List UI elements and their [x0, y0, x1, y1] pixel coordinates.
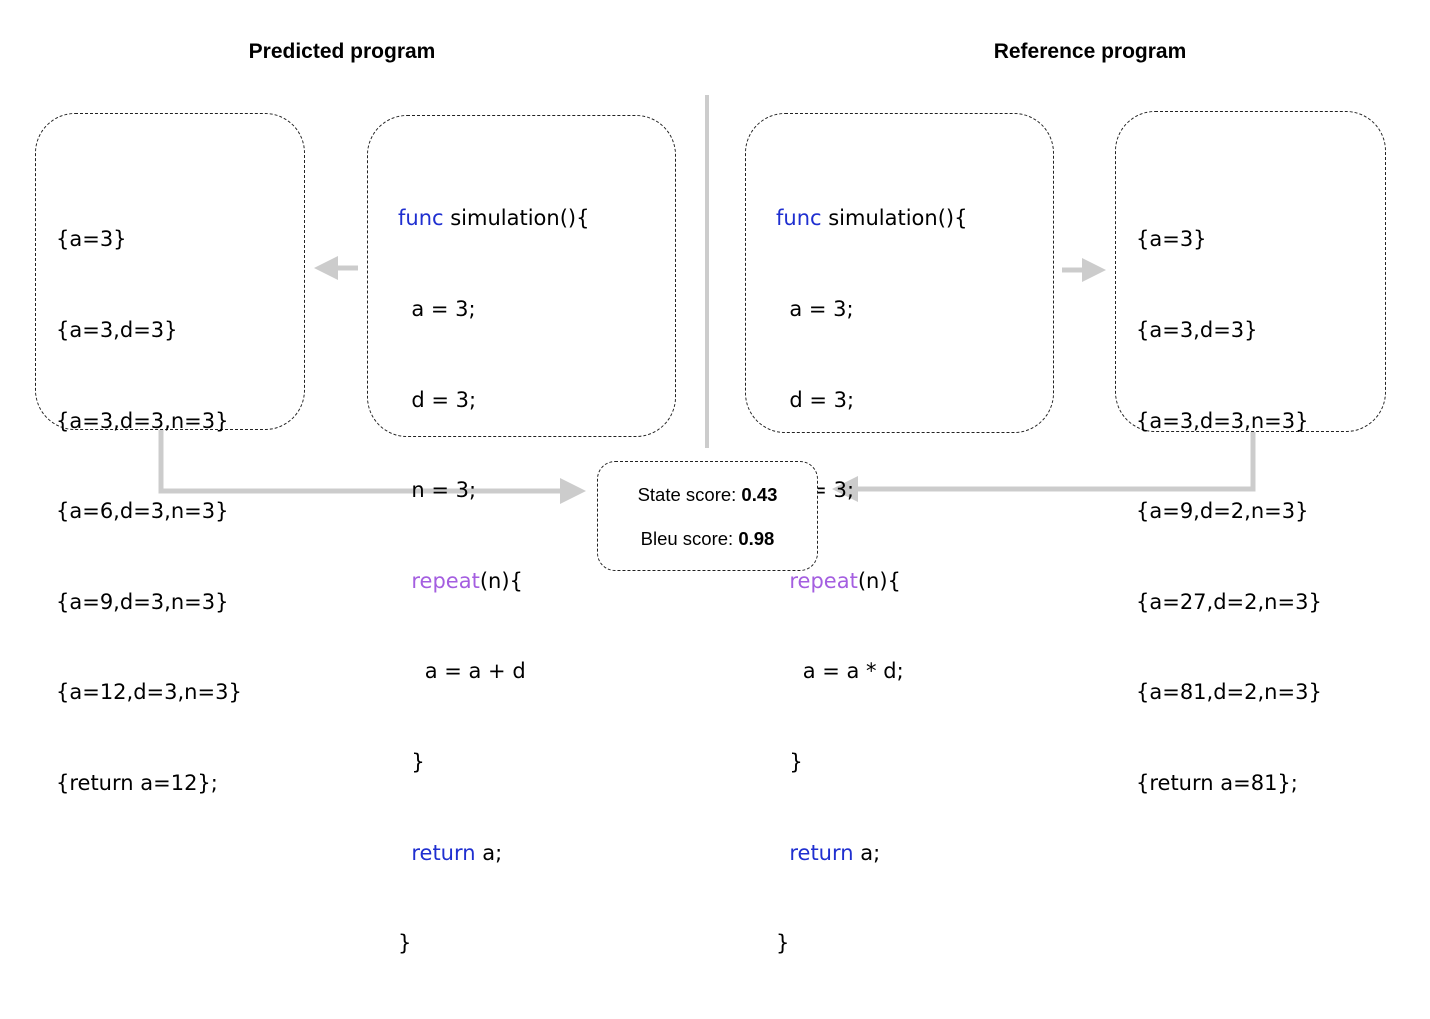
code-line-assign-d: d = 3; [398, 387, 477, 412]
code-line-close-outer: } [776, 931, 790, 956]
return-value: a; [853, 840, 881, 865]
code-line-body: a = a * d; [776, 659, 904, 684]
code-line-func: func simulation(){ [398, 203, 589, 233]
state-line: {a=27,d=2,n=3} [1136, 589, 1322, 614]
reference-code-box: func simulation(){ a = 3; d = 3; n = 3; … [745, 113, 1054, 955]
code-line-close-inner: } [398, 749, 425, 774]
bleu-score-value: 0.98 [738, 528, 775, 549]
arrow-ref-code-to-states-head [1082, 258, 1106, 282]
function-signature: simulation(){ [443, 206, 590, 231]
predicted-code: func simulation(){ a = 3; d = 3; n = 3; … [398, 143, 589, 1019]
reference-state-list: {a=3} {a=3,d=3} {a=3,d=3,n=3} {a=9,d=2,n… [1136, 164, 1322, 859]
func-keyword: func [776, 206, 822, 231]
state-line: {return a=12}; [56, 770, 218, 795]
return-keyword: return [411, 840, 476, 865]
code-line-repeat: repeat(n){ [398, 566, 589, 596]
code-line-assign-a: a = 3; [398, 297, 476, 321]
code-line-return: return a; [398, 838, 589, 868]
state-line: {a=3,d=3} [1136, 318, 1258, 342]
bleu-score: Bleu score: 0.98 [598, 528, 817, 550]
score-box: State score: 0.43 Bleu score: 0.98 [597, 461, 818, 571]
state-line: {a=3,d=3} [56, 318, 178, 342]
state-line: {a=3,d=3,n=3} [56, 408, 229, 433]
repeat-keyword: repeat [411, 568, 480, 593]
code-line-repeat: repeat(n){ [776, 566, 967, 596]
diagram: Predicted program Reference program {a=3… [35, 40, 1386, 955]
predicted-heading: Predicted program [248, 40, 436, 63]
repeat-args: (n){ [479, 568, 523, 593]
arrow-ref-states-to-scores-shaft [858, 432, 1256, 492]
state-line: {a=9,d=2,n=3} [1136, 499, 1309, 524]
state-line: {a=6,d=3,n=3} [56, 499, 229, 524]
state-line: {a=3} [56, 227, 127, 252]
return-keyword: return [789, 840, 854, 865]
return-value: a; [475, 840, 503, 865]
code-line-close-outer: } [398, 931, 412, 956]
state-line: {a=81,d=2,n=3} [1136, 680, 1322, 705]
predicted-state-list: {a=3} {a=3,d=3} {a=3,d=3,n=3} {a=6,d=3,n… [56, 164, 242, 859]
reference-code: func simulation(){ a = 3; d = 3; n = 3; … [776, 143, 967, 1019]
func-keyword: func [398, 206, 444, 231]
repeat-args: (n){ [857, 568, 901, 593]
arrow-ref-states-to-scores-head [832, 476, 858, 502]
state-line: {a=12,d=3,n=3} [56, 680, 242, 705]
reference-states-box: {a=3} {a=3,d=3} {a=3,d=3,n=3} {a=9,d=2,n… [1115, 111, 1386, 795]
code-line-func: func simulation(){ [776, 203, 967, 233]
code-line-body: a = a + d [398, 659, 526, 684]
predicted-states-box: {a=3} {a=3,d=3} {a=3,d=3,n=3} {a=6,d=3,n… [35, 113, 305, 795]
code-line-assign-a: a = 3; [776, 297, 854, 321]
state-line: {return a=81}; [1136, 770, 1298, 795]
state-score: State score: 0.43 [598, 484, 817, 506]
predicted-code-box: func simulation(){ a = 3; d = 3; n = 3; … [367, 115, 676, 955]
arrow-pred-states-to-scores-head [560, 478, 586, 504]
connectors [158, 95, 1256, 504]
bleu-score-label: Bleu score: [640, 528, 739, 549]
repeat-keyword: repeat [789, 568, 858, 593]
state-line: {a=9,d=3,n=3} [56, 589, 229, 614]
state-line: {a=3} [1136, 227, 1207, 252]
code-line-return: return a; [776, 838, 967, 868]
state-line: {a=3,d=3,n=3} [1136, 408, 1309, 433]
arrow-pred-states-to-scores-shaft [158, 430, 560, 494]
reference-heading: Reference program [993, 40, 1187, 63]
function-signature: simulation(){ [821, 206, 968, 231]
code-line-close-inner: } [776, 749, 803, 774]
code-line-assign-d: d = 3; [776, 387, 855, 412]
code-line-assign-n: n = 3; [398, 478, 477, 503]
arrow-pred-code-to-states-head [314, 256, 338, 280]
state-score-value: 0.43 [741, 484, 778, 505]
state-score-label: State score: [637, 484, 742, 505]
